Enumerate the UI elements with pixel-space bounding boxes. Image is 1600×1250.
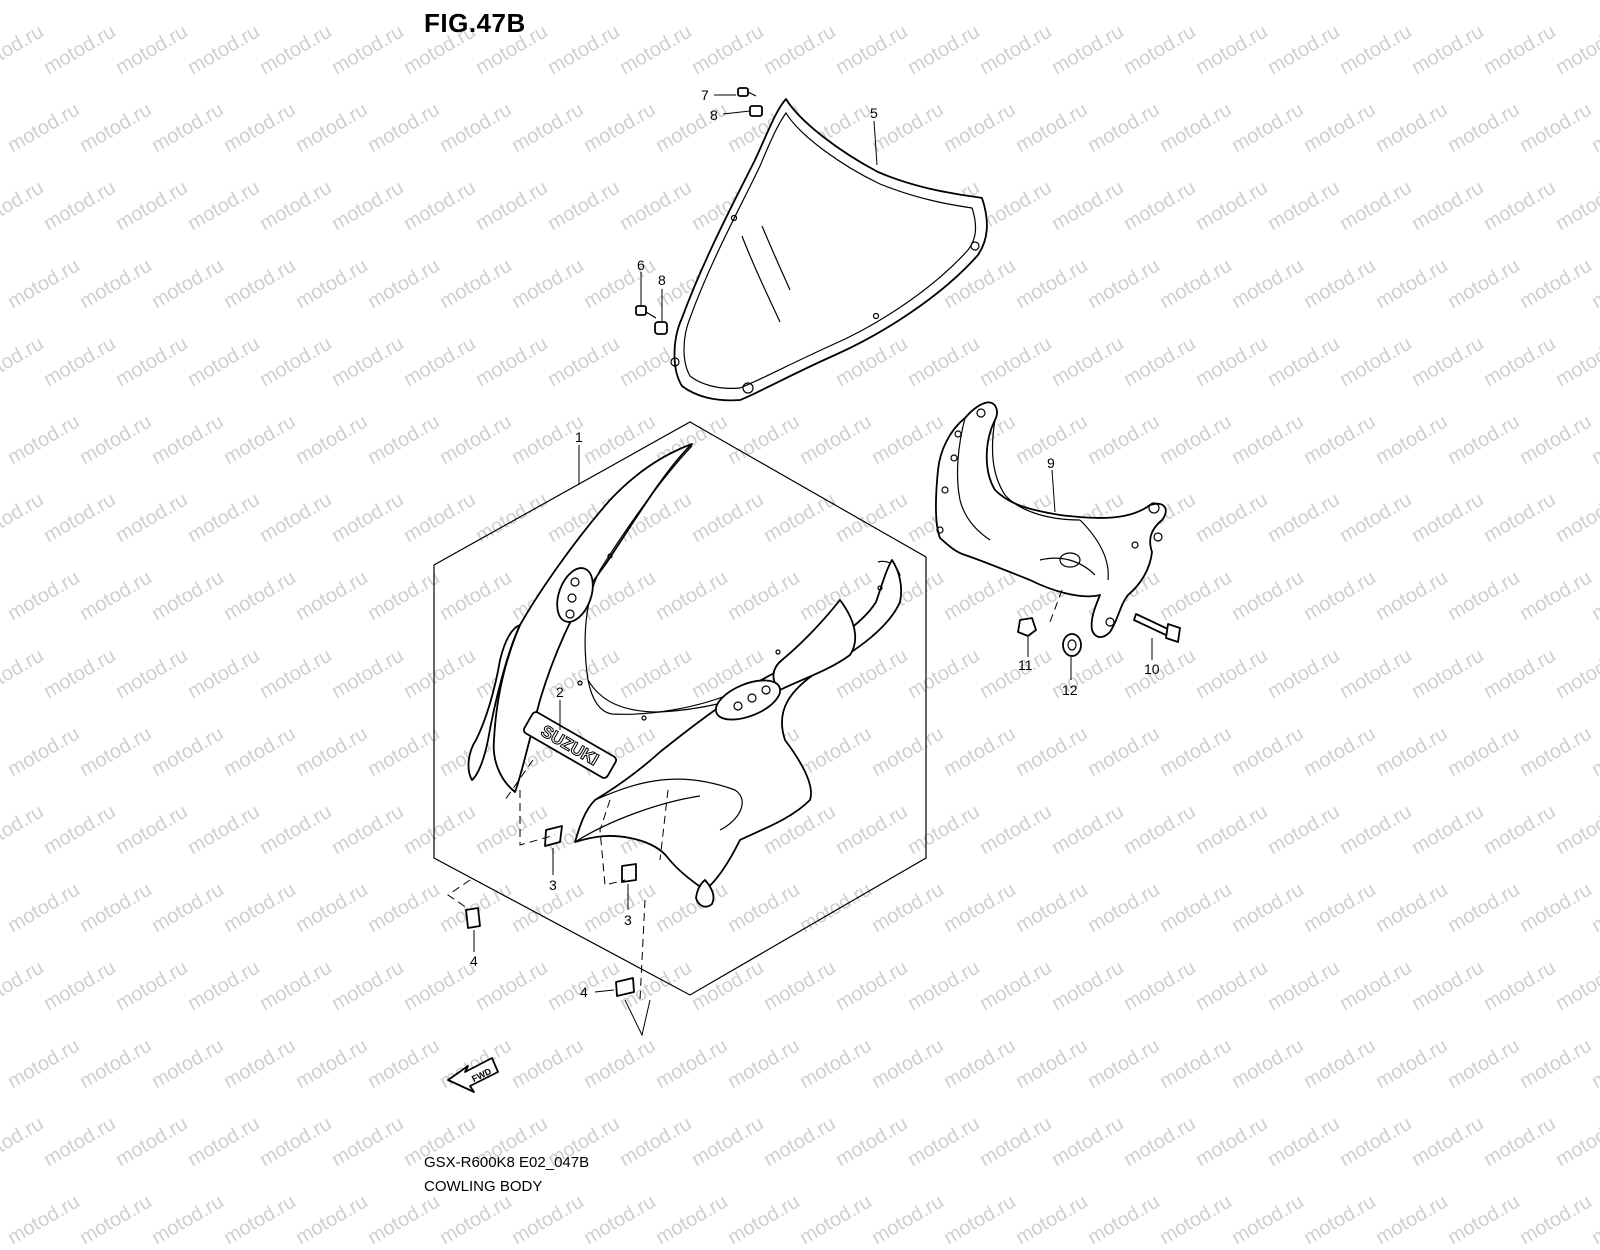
cushion-3-left <box>544 825 563 847</box>
callout-4-bottom: 4 <box>580 984 588 1000</box>
nut-8-top <box>749 105 763 117</box>
suzuki-emblem: SUZUKI <box>522 711 618 779</box>
figure-description: COWLING BODY <box>424 1178 543 1195</box>
callout-1: 1 <box>575 429 583 445</box>
callout-8-side: 8 <box>658 272 666 288</box>
cowling-body <box>467 443 903 908</box>
windscreen <box>670 98 988 402</box>
nut-8-side <box>654 321 668 335</box>
exploded-parts-diagram: SUZUKI <box>433 87 1181 1093</box>
callout-10: 10 <box>1144 661 1160 677</box>
callout-11: 11 <box>1018 657 1033 673</box>
callout-3-right: 3 <box>624 912 632 928</box>
callout-8-top: 8 <box>710 107 718 123</box>
cushion-4-bottom <box>615 977 635 997</box>
callout-leaders <box>473 94 1153 993</box>
figure-title: FIG.47B <box>424 8 526 38</box>
cushion-3-right <box>621 863 637 883</box>
collar-12 <box>1062 633 1082 657</box>
assembly-boundary-hexagon <box>433 421 927 996</box>
callout-4-left: 4 <box>470 953 478 969</box>
bolt-10 <box>1133 613 1181 643</box>
callout-2: 2 <box>556 684 564 700</box>
callouts: 7 8 5 6 8 1 2 3 3 4 4 9 10 11 12 <box>470 87 1160 1000</box>
cushion-4-left <box>465 907 481 929</box>
callout-9: 9 <box>1047 455 1055 471</box>
callout-3-left: 3 <box>549 877 557 893</box>
fwd-arrow: FWD <box>447 1057 499 1093</box>
callout-7: 7 <box>701 87 709 103</box>
model-code: GSX-R600K8 E02_047B <box>424 1154 590 1171</box>
callout-12: 12 <box>1062 682 1078 698</box>
callout-5: 5 <box>870 105 878 121</box>
screw-7 <box>737 87 757 97</box>
screw-6 <box>635 305 657 319</box>
grommet-11 <box>1017 617 1037 637</box>
callout-6: 6 <box>637 257 645 273</box>
headlight-bracket <box>935 401 1167 638</box>
